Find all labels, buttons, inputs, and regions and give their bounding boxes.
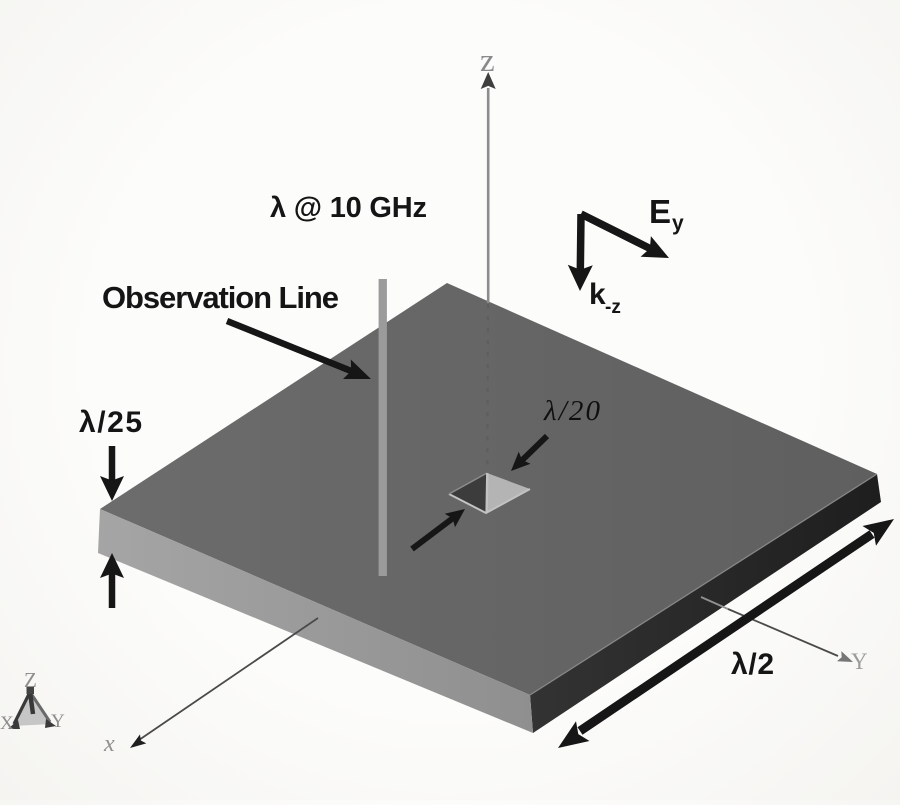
svg-text:-z: -z [605,297,621,318]
svg-text:λ @ 10 GHz: λ @ 10 GHz [270,192,427,224]
svg-text:Y: Y [51,711,65,732]
svg-text:E: E [649,193,671,230]
svg-text:λ/25: λ/25 [79,406,142,439]
svg-text:z: z [480,43,495,79]
svg-text:x: x [103,731,115,757]
svg-text:Observation Line: Observation Line [102,280,339,315]
svg-text:Z: Z [24,668,37,692]
svg-text:X: X [0,713,14,734]
svg-text:y: y [672,212,684,235]
svg-text:λ/2: λ/2 [731,648,774,681]
svg-text:Y: Y [851,649,868,674]
svg-text:λ/20: λ/20 [543,395,601,427]
svg-text:k: k [589,278,606,311]
